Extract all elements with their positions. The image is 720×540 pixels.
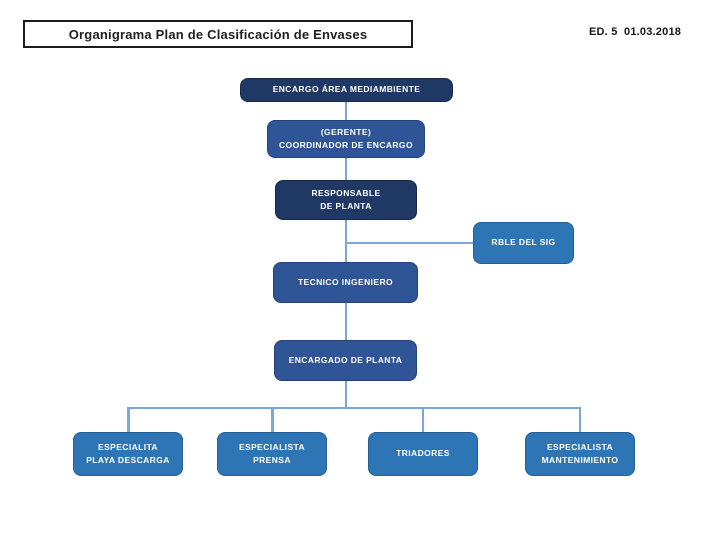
connector-area-gerente xyxy=(345,102,347,120)
connector-drop-esp-playa xyxy=(127,407,130,432)
connector-gerente-responsable xyxy=(345,158,347,180)
connector-rail xyxy=(127,406,581,409)
page-title: Organigrama Plan de Clasificación de Env… xyxy=(23,20,413,48)
org-node-especialista-prensa: ESPECIALISTA PRENSA xyxy=(217,432,327,476)
connector-responsable-tecnico xyxy=(344,220,347,262)
connector-drop-esp-mantenimiento xyxy=(578,407,581,432)
org-node-responsable-de-planta: RESPONSABLE DE PLANTA xyxy=(275,180,417,220)
org-node-triadores: TRIADORES xyxy=(368,432,478,476)
org-node-gerente-coordinador: (GERENTE) COORDINADOR DE ENCARGO xyxy=(267,120,425,158)
connector-drop-esp-prensa xyxy=(271,407,274,432)
org-node-especialista-mantenimiento: ESPECIALISTA MANTENIMIENTO xyxy=(525,432,635,476)
connector-responsable-rble-sig xyxy=(345,241,473,244)
connector-tecnico-encargado xyxy=(344,303,347,340)
connector-encargado-rail xyxy=(344,381,347,408)
org-node-encargado-de-planta: ENCARGADO DE PLANTA xyxy=(274,340,417,381)
org-node-tecnico-ingeniero: TECNICO INGENIERO xyxy=(273,262,418,303)
org-node-encargo-area-mediambiente: ENCARGO ÁREA MEDIAMBIENTE xyxy=(240,78,453,102)
edition-date-label: ED. 5 01.03.2018 xyxy=(589,26,682,38)
connector-drop-triadores xyxy=(421,407,424,432)
org-node-especialita-playa-descarga: ESPECIALITA PLAYA DESCARGA xyxy=(73,432,183,476)
org-node-rble-del-sig: RBLE DEL SIG xyxy=(473,222,574,264)
